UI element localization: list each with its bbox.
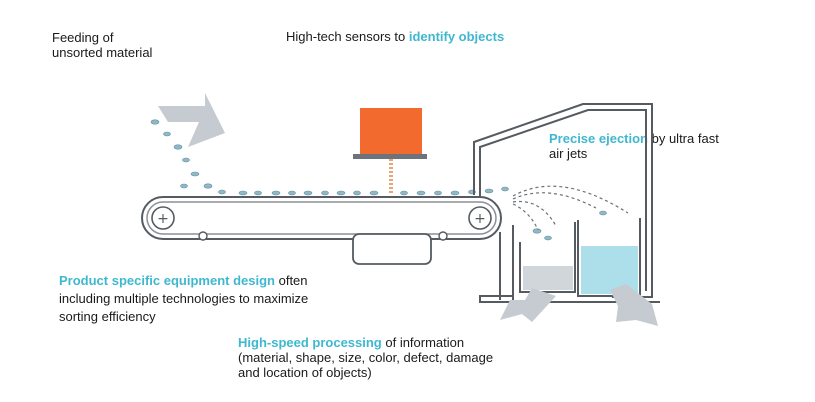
ejection-text1: by ultra fast	[648, 131, 719, 146]
unsorted-particles	[150, 119, 607, 241]
collection-bins	[519, 218, 641, 297]
sensors-label: High-tech sensors to identify objects	[286, 29, 504, 44]
design-line3: sorting efficiency	[59, 309, 156, 324]
feeding-label-line2: unsorted material	[52, 45, 153, 60]
ejection-highlight: Precise ejection	[549, 131, 648, 146]
feeding-label: Feeding of unsorted material	[52, 30, 152, 60]
design-label: Product specific equipment design often …	[59, 272, 308, 326]
processing-highlight: High-speed processing	[238, 335, 382, 350]
design-highlight: Product specific equipment design	[59, 273, 275, 288]
ejection-text2: air jets	[549, 146, 588, 161]
right-pulley-symbol: +	[474, 211, 486, 227]
sensors-text: High-tech sensors to	[286, 29, 409, 44]
left-pulley-symbol: +	[157, 211, 169, 227]
processing-text1: of information	[381, 335, 465, 350]
output-arrow-icon	[500, 284, 658, 326]
feeding-label-line1: Feeding of	[52, 30, 114, 45]
sensor-box-icon	[353, 108, 427, 194]
mixed-material-pile	[523, 266, 573, 290]
ejection-unit	[473, 103, 660, 303]
feed-arrow-icon	[158, 93, 225, 147]
conveyor-belt	[141, 196, 514, 300]
sensors-highlight: identify objects	[408, 29, 505, 44]
processing-line2: (material, shape, size, color, defect, d…	[238, 350, 494, 365]
air-jet-icon	[512, 185, 629, 231]
design-line2: including multiple technologies to maxim…	[59, 291, 309, 306]
processing-label: High-speed processing of information (ma…	[238, 335, 493, 380]
processing-line3: and location of objects)	[238, 365, 372, 380]
design-text1: often	[274, 273, 308, 288]
ejection-label: Precise ejection by ultra fast air jets	[549, 131, 719, 161]
